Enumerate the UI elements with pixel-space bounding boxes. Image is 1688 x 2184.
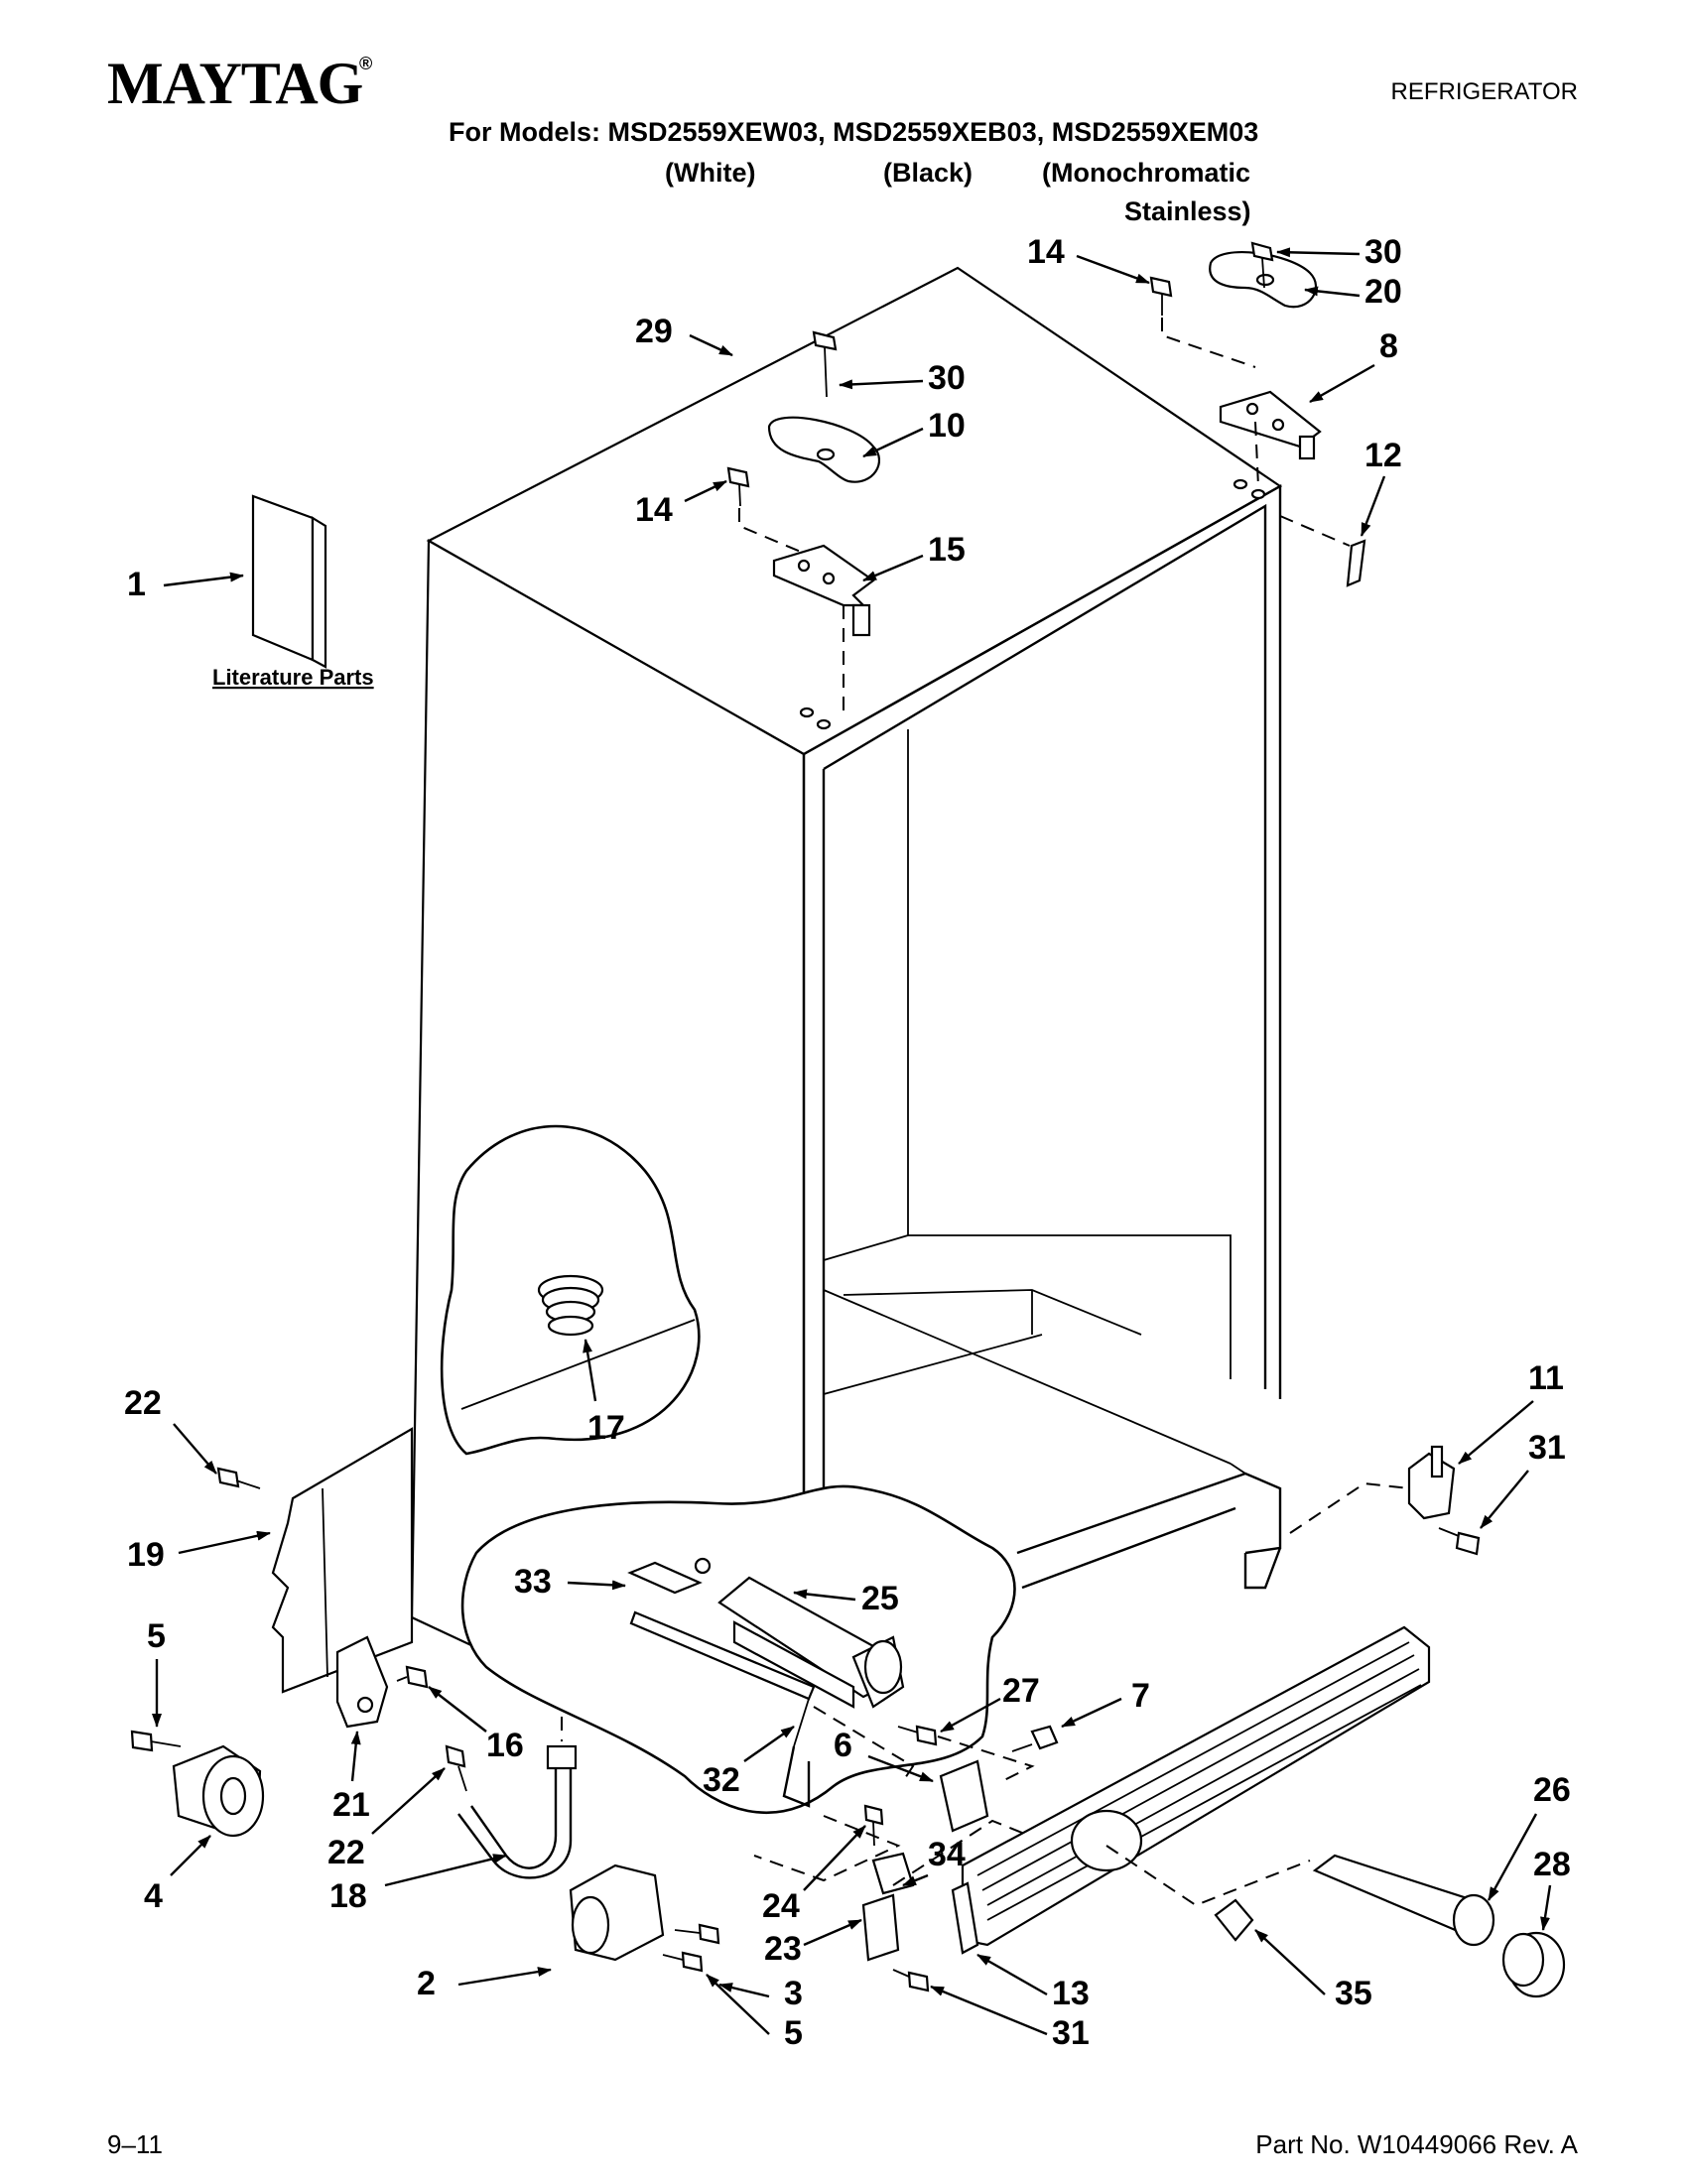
filter-cap-35	[1214, 1898, 1254, 1942]
callout-10: 10	[928, 407, 966, 445]
screw-14-right	[1149, 276, 1173, 316]
filter-cap-28	[1501, 1931, 1566, 1998]
callout-26: 26	[1533, 1771, 1571, 1809]
callouts: 1 2 3 4 5 5 6 7 8 10 11 12 13 14 14 15 1	[124, 233, 1571, 2052]
bracket-6	[939, 1759, 989, 1833]
screw-24	[863, 1804, 884, 1847]
screw-31-lower	[892, 1969, 930, 1992]
callout-27: 27	[1002, 1672, 1040, 1710]
callout-34: 34	[928, 1836, 966, 1873]
color-white: (White)	[665, 158, 755, 188]
callout-12: 12	[1364, 437, 1402, 474]
screw-30-right	[1250, 241, 1274, 289]
callout-32: 32	[703, 1761, 740, 1799]
water-tube-18	[457, 1744, 578, 1879]
screw-31-right	[1438, 1527, 1481, 1556]
callout-3: 3	[784, 1975, 803, 2012]
color-mono-2: Stainless)	[1124, 196, 1251, 226]
brand-logo: MAYTAG	[107, 51, 363, 116]
color-black: (Black)	[883, 158, 973, 188]
callout-31a: 31	[1528, 1429, 1566, 1467]
screw-30-left	[812, 330, 838, 398]
bracket-23	[861, 1893, 900, 1962]
clip-34	[871, 1852, 915, 1895]
callout-25: 25	[861, 1580, 899, 1617]
screw-14-left	[726, 466, 750, 507]
callout-19: 19	[127, 1536, 165, 1574]
callout-33: 33	[514, 1563, 552, 1601]
literature-parts-label: Literature Parts	[212, 665, 374, 690]
screw-7	[1011, 1725, 1059, 1752]
callout-20: 20	[1364, 273, 1402, 311]
callout-14b: 14	[1027, 233, 1065, 271]
callout-11: 11	[1528, 1359, 1564, 1397]
callout-8: 8	[1379, 327, 1398, 365]
callout-23: 23	[764, 1930, 802, 1968]
callout-30a: 30	[928, 359, 966, 397]
water-filter-26	[1312, 1854, 1495, 1947]
callout-22b: 22	[327, 1834, 365, 1871]
callout-16: 16	[486, 1727, 524, 1764]
callout-5a: 5	[147, 1617, 166, 1655]
top-hinge-left	[772, 544, 875, 637]
callout-29: 29	[635, 313, 673, 350]
base-grille-13	[951, 1625, 1431, 1955]
drain-grommet	[460, 1274, 696, 1410]
callout-30b: 30	[1364, 233, 1402, 271]
screw-22-lower	[445, 1744, 467, 1792]
callout-24: 24	[762, 1887, 800, 1925]
callout-2: 2	[417, 1965, 436, 2002]
callout-4: 4	[144, 1877, 163, 1915]
screw-5-upper	[130, 1730, 182, 1752]
top-hinge-right	[1219, 390, 1322, 460]
page-number: 9–11	[107, 2129, 163, 2159]
part-number: Part No. W10449066 Rev. A	[1255, 2129, 1578, 2159]
models-line: For Models: MSD2559XEW03, MSD2559XEB03, …	[449, 117, 1258, 147]
callout-31b: 31	[1052, 2014, 1090, 2052]
screw-27	[897, 1725, 938, 1746]
callout-1: 1	[127, 566, 146, 603]
registered-mark: ®	[359, 54, 372, 73]
category-label: REFRIGERATOR	[1391, 78, 1578, 105]
callout-35: 35	[1335, 1975, 1372, 2012]
callout-22a: 22	[124, 1384, 162, 1422]
screw-22-upper	[216, 1467, 261, 1489]
lower-hinge-2	[569, 1863, 665, 1962]
callout-13: 13	[1052, 1975, 1090, 2012]
lower-hinge-11	[1407, 1445, 1456, 1520]
roller-assembly-4	[172, 1744, 265, 1838]
callout-5b: 5	[784, 2014, 803, 2052]
screw-5-lower	[662, 1951, 704, 1973]
callout-6: 6	[834, 1727, 852, 1764]
callout-7: 7	[1131, 1677, 1150, 1715]
callout-28: 28	[1533, 1846, 1571, 1883]
water-valve-assembly	[627, 1557, 905, 1808]
color-mono-1: (Monochromatic	[1042, 158, 1250, 188]
bracket-21	[335, 1635, 389, 1729]
callout-21: 21	[332, 1786, 370, 1824]
callout-15: 15	[928, 531, 966, 569]
callout-18: 18	[329, 1877, 367, 1915]
callout-14a: 14	[635, 491, 673, 529]
rear-access-panel	[271, 1427, 414, 1694]
cutaway-bottom	[460, 1484, 1016, 1814]
screw-3	[674, 1923, 720, 1945]
clip-12	[1346, 539, 1366, 587]
literature-booklet	[251, 494, 327, 669]
callout-17: 17	[587, 1409, 625, 1447]
screw-16	[396, 1665, 429, 1689]
